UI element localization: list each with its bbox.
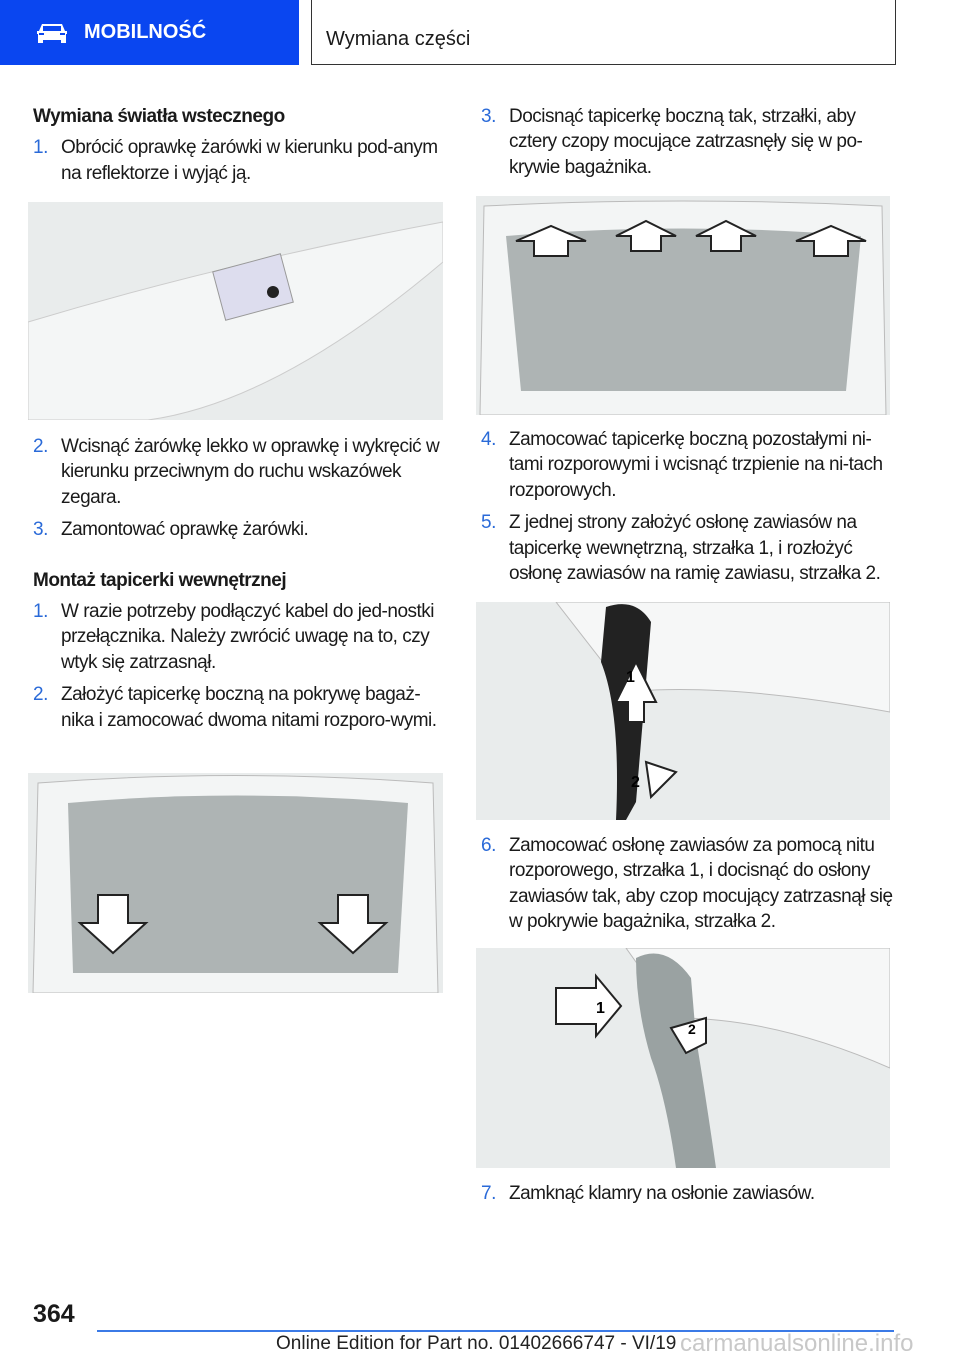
list-item: 2. Założyć tapicerkę boczną na pokrywę ba… (33, 682, 445, 733)
list-item: 3. Docisnąć tapicerkę boczną tak, strzałk… (481, 104, 895, 180)
list-item: 5. Z jednej strony założyć osłonę zawiasó… (481, 510, 897, 586)
step-text: Założyć tapicerkę boczną na pokrywę baga… (61, 684, 437, 731)
chapter-title: Wymiana części (311, 0, 896, 65)
step-text: Obrócić oprawkę żarówki w kierunku pod-a… (61, 137, 438, 184)
heading-interior-trim: Montaż tapicerki wewnętrznej (33, 569, 287, 591)
step-text: Zamocować osłonę zawiasów za pomocą nitu… (509, 835, 893, 933)
edition-text: Online Edition for Part no. 01402666747 … (276, 1333, 677, 1354)
step-text: Zamontować oprawkę żarówki. (61, 519, 309, 541)
list-item: 3. Zamontować oprawkę żarówki. (33, 517, 445, 542)
step-text: Z jednej strony założyć osłonę zawiasów … (509, 512, 881, 585)
arrow-label-1: 1 (626, 669, 635, 686)
right-block-4: 7. Zamknąć klamry na osłonie zawiasów. (481, 1181, 895, 1206)
step-number: 2. (33, 684, 48, 706)
list-item: 1. Obrócić oprawkę żarówki w kierunku pod… (33, 135, 445, 186)
step-number: 2. (33, 436, 48, 457)
step-number: 7. (481, 1183, 496, 1204)
step-number: 3. (33, 519, 48, 541)
step-text: W razie potrzeby podłączyć kabel do jed-… (61, 601, 435, 673)
arrow-label-2: 2 (631, 774, 640, 791)
step-number: 1. (33, 601, 48, 623)
list-item: 2. Wcisnąć żarówkę lekko w oprawkę i wykr… (33, 434, 445, 510)
section-tab: MOBILNOŚĆ (0, 0, 299, 65)
car-icon (37, 23, 67, 43)
right-block-2: 4. Zamocować tapicerkę boczną pozostałymi… (481, 427, 897, 586)
step-number: 4. (481, 429, 496, 450)
right-block-1: 3. Docisnąć tapicerkę boczną tak, strzałk… (481, 104, 895, 180)
step-text: Zamocować tapicerkę boczną pozostałymi n… (509, 429, 883, 501)
left-block-1: Wymiana światła wstecznego 1. Obrócić opr… (33, 104, 445, 186)
arrow-label-2: 2 (688, 1021, 696, 1037)
page-number: 364 (33, 1300, 75, 1328)
step-number: 1. (33, 137, 48, 159)
section-title: MOBILNOŚĆ (84, 21, 207, 43)
step-text: Zamknąć klamry na osłonie zawiasów. (509, 1183, 815, 1204)
right-block-3: 6. Zamocować osłonę zawiasów za pomocą ni… (481, 833, 895, 935)
image-tail-light-socket (28, 202, 443, 420)
step-number: 6. (481, 835, 496, 856)
heading-rear-light: Wymiana światła wstecznego (33, 106, 285, 127)
left-block-2: 2. Wcisnąć żarówkę lekko w oprawkę i wykr… (33, 434, 445, 733)
image-trim-up-arrows (476, 196, 890, 415)
list-item: 7. Zamknąć klamry na osłonie zawiasów. (481, 1181, 895, 1206)
step-number: 3. (481, 106, 496, 127)
footer-divider (97, 1330, 894, 1332)
step-text: Docisnąć tapicerkę boczną tak, strzałki,… (509, 106, 863, 178)
arrow-label-1: 1 (596, 1000, 605, 1017)
list-item: 4. Zamocować tapicerkę boczną pozostałymi… (481, 427, 897, 503)
image-trim-down-arrows (28, 773, 443, 993)
watermark: carmanualsonline.info (680, 1330, 914, 1357)
list-item: 6. Zamocować osłonę zawiasów za pomocą ni… (481, 833, 895, 935)
step-number: 5. (481, 512, 496, 534)
list-item: 1. W razie potrzeby podłączyć kabel do je… (33, 599, 445, 675)
step-text: Wcisnąć żarówkę lekko w oprawkę i wykręc… (61, 436, 440, 508)
